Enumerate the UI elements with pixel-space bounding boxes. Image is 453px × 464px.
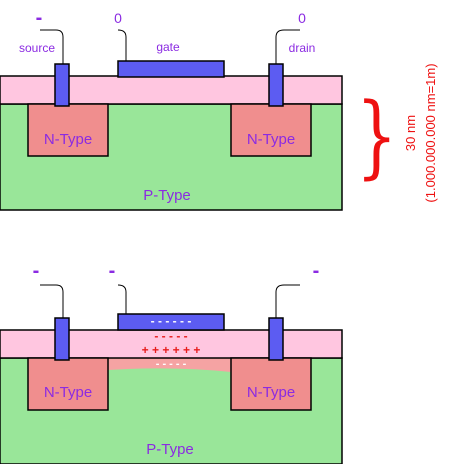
bottom-source-wire <box>40 284 64 318</box>
top-drain-contact <box>268 63 284 107</box>
bottom-channel-charges: - - - - - <box>156 358 187 370</box>
bottom-gate-voltage: - <box>109 260 116 282</box>
bottom-drain-wire <box>275 284 300 318</box>
bottom-source-contact <box>54 317 70 361</box>
bottom-oxide-negative-charges: - - - - - <box>154 329 187 343</box>
top-gate-wire <box>117 29 127 61</box>
top-drain-label: drain <box>289 41 316 55</box>
top-right-ntype-region <box>230 103 312 157</box>
top-oxide-layer <box>0 75 343 105</box>
bottom-gate-wire <box>117 284 127 314</box>
top-source-voltage: - <box>36 7 43 29</box>
bottom-gate-charges: - - - - - - <box>151 314 192 328</box>
top-ptype-label: P-Type <box>143 187 191 204</box>
bottom-drain-contact <box>268 317 284 361</box>
top-gate-voltage: 0 <box>114 10 122 26</box>
scale-annotation: } 30 nm (1.000.000.000 nm=1m) <box>356 63 438 202</box>
scale-line-2: (1.000.000.000 nm=1m) <box>423 63 438 202</box>
bottom-transistor: - - - - - - - - - - - - - - + + + + + + … <box>0 260 343 464</box>
top-left-ntype-label: N-Type <box>44 131 92 148</box>
bottom-right-ntype-region <box>230 357 312 411</box>
top-transistor: - 0 0 source gate drain N-Type N-Type P-… <box>0 7 343 211</box>
top-gate-label: gate <box>156 40 180 54</box>
top-left-ntype-region <box>27 103 109 157</box>
bottom-inversion-channel <box>108 358 231 372</box>
bottom-right-ntype-label: N-Type <box>247 384 295 401</box>
bottom-ptype-label: P-Type <box>146 441 194 458</box>
scale-line-1: 30 nm <box>403 115 418 151</box>
bottom-oxide-positive-charges: + + + + + + <box>142 343 201 357</box>
top-source-label: source <box>19 41 55 55</box>
top-right-ntype-label: N-Type <box>247 131 295 148</box>
bottom-left-ntype-label: N-Type <box>44 384 92 401</box>
top-source-wire <box>40 29 64 64</box>
bottom-drain-voltage: - <box>313 260 320 282</box>
bottom-left-ntype-region <box>27 357 109 411</box>
bottom-gate-electrode <box>117 313 225 331</box>
top-gate-electrode <box>117 60 225 78</box>
top-drain-wire <box>275 29 300 64</box>
scale-brace-icon: } <box>356 83 397 188</box>
top-drain-voltage: 0 <box>298 10 306 26</box>
bottom-source-voltage: - <box>33 260 40 282</box>
top-source-contact <box>54 63 70 107</box>
